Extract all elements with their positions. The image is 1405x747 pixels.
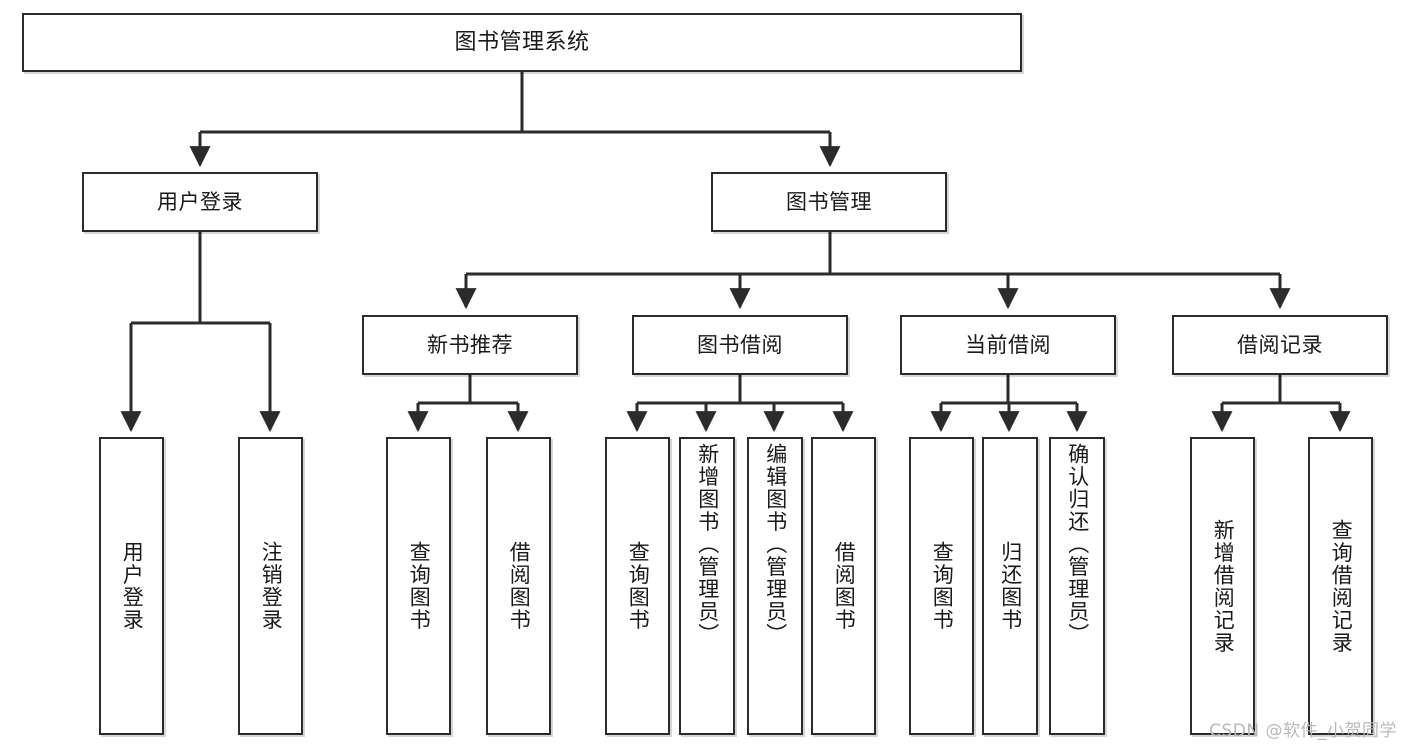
node-leaf-confirm-return-label: 确认归还（管理员） — [1065, 443, 1090, 646]
node-leaf-logout-label: 注销登录 — [259, 541, 284, 631]
node-leaf-query-record-label: 查询借阅记录 — [1329, 518, 1354, 654]
node-book-manage-label: 图书管理 — [786, 189, 872, 214]
node-current-borrow[interactable]: 当前借阅 — [900, 315, 1116, 375]
node-leaf-query-book-b[interactable]: 查询图书 — [605, 437, 670, 735]
node-leaf-query-book-a-label: 查询图书 — [407, 541, 432, 631]
node-leaf-add-record[interactable]: 新增借阅记录 — [1190, 437, 1255, 735]
node-leaf-edit-book-label: 编辑图书（管理员） — [763, 443, 788, 646]
watermark: CSDN @软件_小贺同学 — [1209, 721, 1397, 741]
node-leaf-borrow-book-a-label: 借阅图书 — [507, 541, 532, 631]
node-leaf-add-book[interactable]: 新增图书（管理员） — [679, 437, 735, 735]
node-borrow-record[interactable]: 借阅记录 — [1172, 315, 1388, 375]
node-leaf-query-book-a[interactable]: 查询图书 — [386, 437, 451, 735]
node-user-login[interactable]: 用户登录 — [82, 172, 318, 232]
node-leaf-borrow-book-b-label: 借阅图书 — [832, 541, 857, 631]
node-user-login-label: 用户登录 — [157, 189, 243, 214]
node-leaf-add-record-label: 新增借阅记录 — [1211, 518, 1236, 654]
node-leaf-user-login-label: 用户登录 — [120, 541, 145, 631]
node-leaf-query-book-c[interactable]: 查询图书 — [909, 437, 974, 735]
node-leaf-return-book-label: 归还图书 — [998, 541, 1023, 631]
node-leaf-add-book-label: 新增图书（管理员） — [695, 443, 720, 646]
node-borrow-record-label: 借阅记录 — [1237, 332, 1323, 357]
node-new-book-rec[interactable]: 新书推荐 — [362, 315, 578, 375]
node-leaf-borrow-book-a[interactable]: 借阅图书 — [486, 437, 551, 735]
node-book-manage[interactable]: 图书管理 — [711, 172, 947, 232]
node-book-borrow-label: 图书借阅 — [697, 332, 783, 357]
node-book-borrow[interactable]: 图书借阅 — [632, 315, 848, 375]
node-leaf-user-login[interactable]: 用户登录 — [99, 437, 164, 735]
node-leaf-logout[interactable]: 注销登录 — [238, 437, 303, 735]
node-current-borrow-label: 当前借阅 — [965, 332, 1051, 357]
node-new-book-rec-label: 新书推荐 — [427, 332, 513, 357]
node-root-label: 图书管理系统 — [454, 29, 590, 55]
node-leaf-query-book-c-label: 查询图书 — [930, 541, 955, 631]
node-leaf-query-record[interactable]: 查询借阅记录 — [1308, 437, 1373, 735]
node-leaf-borrow-book-b[interactable]: 借阅图书 — [811, 437, 876, 735]
node-leaf-confirm-return[interactable]: 确认归还（管理员） — [1049, 437, 1105, 735]
node-root[interactable]: 图书管理系统 — [22, 13, 1022, 72]
node-leaf-query-book-b-label: 查询图书 — [626, 541, 651, 631]
node-leaf-edit-book[interactable]: 编辑图书（管理员） — [747, 437, 803, 735]
node-leaf-return-book[interactable]: 归还图书 — [982, 437, 1038, 735]
